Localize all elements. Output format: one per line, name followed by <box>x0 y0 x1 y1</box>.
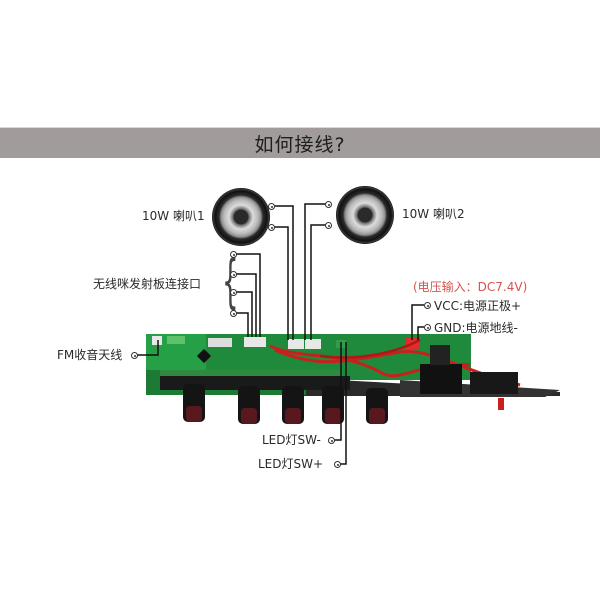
power-input-note: (电压输入：DC7.4V) <box>413 280 528 294</box>
gnd-label: GND:电源地线- <box>434 321 518 335</box>
led-sw-minus-terminal <box>328 437 335 444</box>
speaker-2-terminal-b <box>325 222 332 229</box>
speaker-2-label: 10W 喇叭2 <box>402 207 465 221</box>
speaker-1-terminal-a <box>268 203 275 210</box>
speaker-2-icon <box>336 186 394 244</box>
wireless-mic-label: 无线咪发射板连接口 <box>93 277 202 291</box>
brace-icon: { <box>222 247 239 315</box>
page-title: 如何接线? <box>254 133 346 156</box>
vcc-terminal <box>424 302 431 309</box>
speaker-1-icon <box>212 188 270 246</box>
vcc-label: VCC:电源正极+ <box>434 299 522 313</box>
led-sw-minus-label: LED灯SW- <box>262 433 321 447</box>
speaker-2-terminal-a <box>325 201 332 208</box>
wireless-mic-terminal-1 <box>230 251 237 258</box>
wireless-mic-terminal-4 <box>230 310 237 317</box>
wireless-mic-terminal-3 <box>230 289 237 296</box>
fm-antenna-terminal <box>131 352 138 359</box>
led-sw-plus-terminal <box>334 461 341 468</box>
title-banner: 如何接线? <box>0 127 600 158</box>
wireless-mic-terminal-2 <box>230 271 237 278</box>
led-sw-plus-label: LED灯SW+ <box>258 457 324 471</box>
fm-antenna-label: FM收音天线 <box>57 348 123 362</box>
gnd-terminal <box>424 324 431 331</box>
speaker-1-label: 10W 喇叭1 <box>142 209 205 223</box>
speaker-1-terminal-b <box>268 224 275 231</box>
